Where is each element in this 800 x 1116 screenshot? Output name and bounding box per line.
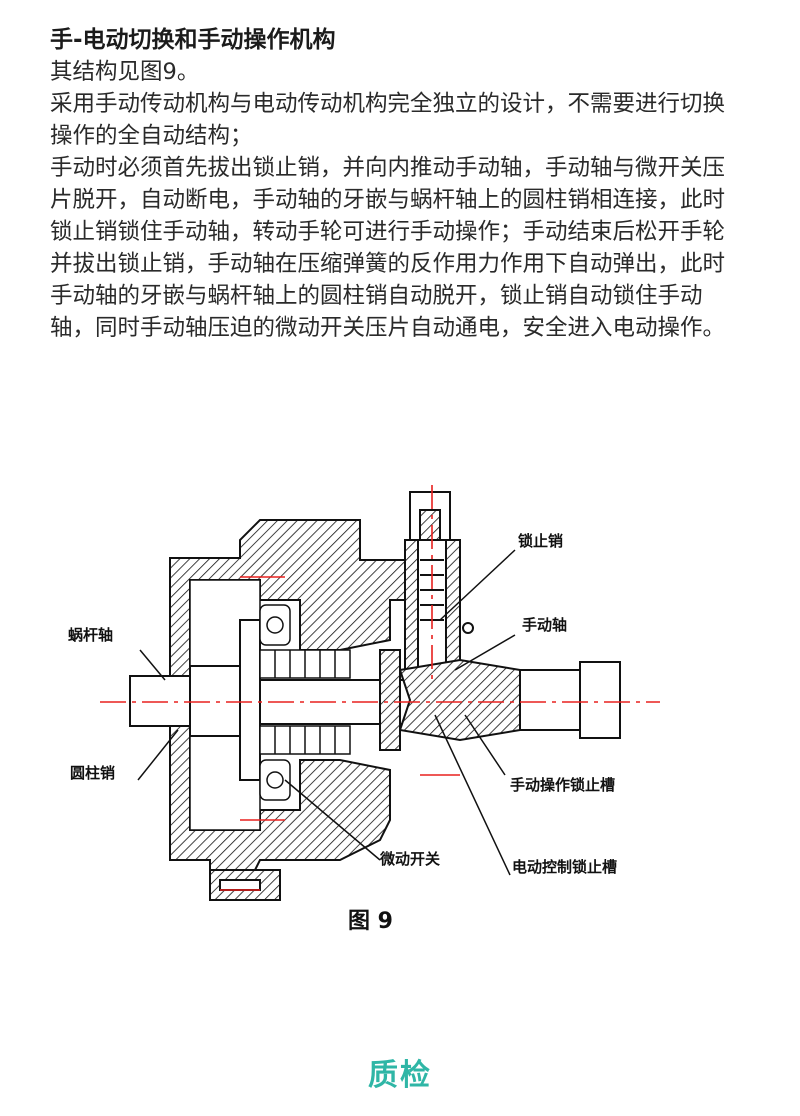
label-micro-switch: 微动开关 xyxy=(379,850,440,868)
article: 手-电动切换和手动操作机构 其结构见图9。 采用手动传动机构与电动传动机构完全独… xyxy=(50,24,740,344)
figure-caption: 图 9 xyxy=(348,909,393,934)
mechanism-drawing: 蜗杆轴 圆柱销 锁止销 手动轴 手动操作锁止槽 电动控制锁止槽 微动开关 图 9 xyxy=(68,485,660,934)
label-manual-shaft: 手动轴 xyxy=(522,616,567,634)
article-paragraph-3: 手动时必须首先拔出锁止销，并向内推动手动轴，手动轴与微开关压片脱开，自动断电，手… xyxy=(50,155,726,341)
bearings xyxy=(259,604,351,801)
label-manual-lock-slot: 手动操作锁止槽 xyxy=(510,776,615,794)
bottom-flange xyxy=(209,869,281,901)
label-worm-shaft: 蜗杆轴 xyxy=(68,626,113,644)
manual-shaft xyxy=(379,649,621,751)
leader-lines xyxy=(137,549,516,876)
label-cylinder-pin: 圆柱销 xyxy=(70,764,115,782)
figure-9-diagram: 蜗杆轴 圆柱销 锁止销 手动轴 手动操作锁止槽 电动控制锁止槽 微动开关 图 9 xyxy=(60,480,700,960)
label-electric-lock-slot: 电动控制锁止槽 xyxy=(512,858,617,876)
section-title-quality-check: 质检 xyxy=(368,1058,432,1093)
article-paragraph-1: 其结构见图9。 xyxy=(50,59,200,85)
article-heading: 手-电动切换和手动操作机构 xyxy=(50,27,336,53)
centerlines xyxy=(100,485,660,891)
label-lock-pin: 锁止销 xyxy=(518,532,563,550)
article-paragraph-2: 采用手动传动机构与电动传动机构完全独立的设计，不需要进行切换操作的全自动结构； xyxy=(50,91,726,149)
